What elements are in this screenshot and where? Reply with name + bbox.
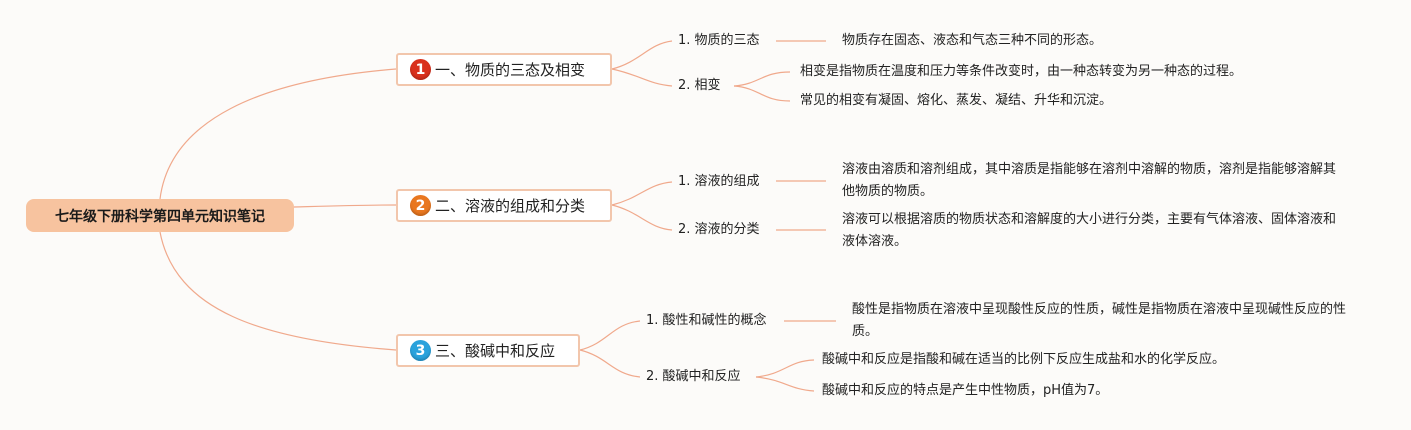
- badge-2-icon: 2: [410, 195, 431, 216]
- subtopic-2-1[interactable]: 1. 溶液的组成: [678, 174, 760, 189]
- topic-node-3[interactable]: 3 三、酸碱中和反应: [396, 334, 580, 367]
- link-topic3-sub1: [579, 320, 641, 351]
- link-topic1-sub2: [611, 68, 673, 87]
- link-topic2-sub2: [611, 204, 673, 231]
- link-root-topic-3: [159, 231, 397, 351]
- link-sub3-2-note1: [755, 359, 815, 378]
- note-3-2-2: 酸碱中和反应的特点是产生中性物质，pH值为7。: [822, 383, 1109, 398]
- link-root-topic-2: [293, 204, 397, 208]
- subtopic-3-1[interactable]: 1. 酸性和碱性的概念: [646, 313, 767, 328]
- note-2-1-1: 溶液由溶质和溶剂组成，其中溶质是指能够在溶剂中溶解的物质，溶剂是指能够溶解其他物…: [842, 162, 1337, 199]
- link-topic1-sub1: [611, 40, 673, 70]
- note-3-1-1: 酸性是指物质在溶液中呈现酸性反应的性质，碱性是指物质在溶液中呈现碱性反应的性质。: [852, 302, 1347, 339]
- subtopic-2-2[interactable]: 2. 溶液的分类: [678, 222, 760, 237]
- subtopic-1-2[interactable]: 2. 相变: [678, 78, 721, 93]
- link-topic2-sub1: [611, 181, 673, 206]
- subtopic-1-1[interactable]: 1. 物质的三态: [678, 33, 760, 48]
- note-1-2-2: 常见的相变有凝固、熔化、蒸发、凝结、升华和沉淀。: [800, 93, 1113, 108]
- note-1-1-1: 物质存在固态、液态和气态三种不同的形态。: [842, 33, 1103, 48]
- topic-title-1: 一、物质的三态及相变: [435, 61, 586, 79]
- topic-title-3: 三、酸碱中和反应: [435, 342, 556, 360]
- link-sub3-2-note2: [755, 376, 815, 392]
- link-sub1-2-note1: [733, 71, 791, 87]
- note-3-2-1: 酸碱中和反应是指酸和碱在适当的比例下反应生成盐和水的化学反应。: [822, 352, 1226, 367]
- badge-3-icon: 3: [410, 340, 431, 361]
- root-node[interactable]: 七年级下册科学第四单元知识笔记: [26, 199, 294, 232]
- badge-1-icon: 1: [410, 59, 431, 80]
- note-2-2-1: 溶液可以根据溶质的物质状态和溶解度的大小进行分类，主要有气体溶液、固体溶液和液体…: [842, 212, 1337, 249]
- topic-title-2: 二、溶液的组成和分类: [435, 197, 586, 215]
- subtopic-3-2[interactable]: 2. 酸碱中和反应: [646, 369, 741, 384]
- topic-node-2[interactable]: 2 二、溶液的组成和分类: [396, 189, 612, 222]
- root-title: 七年级下册科学第四单元知识笔记: [55, 208, 265, 225]
- topic-node-1[interactable]: 1 一、物质的三态及相变: [396, 53, 612, 86]
- link-topic3-sub2: [579, 349, 641, 378]
- link-root-topic-1: [159, 68, 397, 200]
- note-1-2-1: 相变是指物质在温度和压力等条件改变时，由一种态转变为另一种态的过程。: [800, 64, 1243, 79]
- link-sub1-2-note2: [733, 85, 791, 102]
